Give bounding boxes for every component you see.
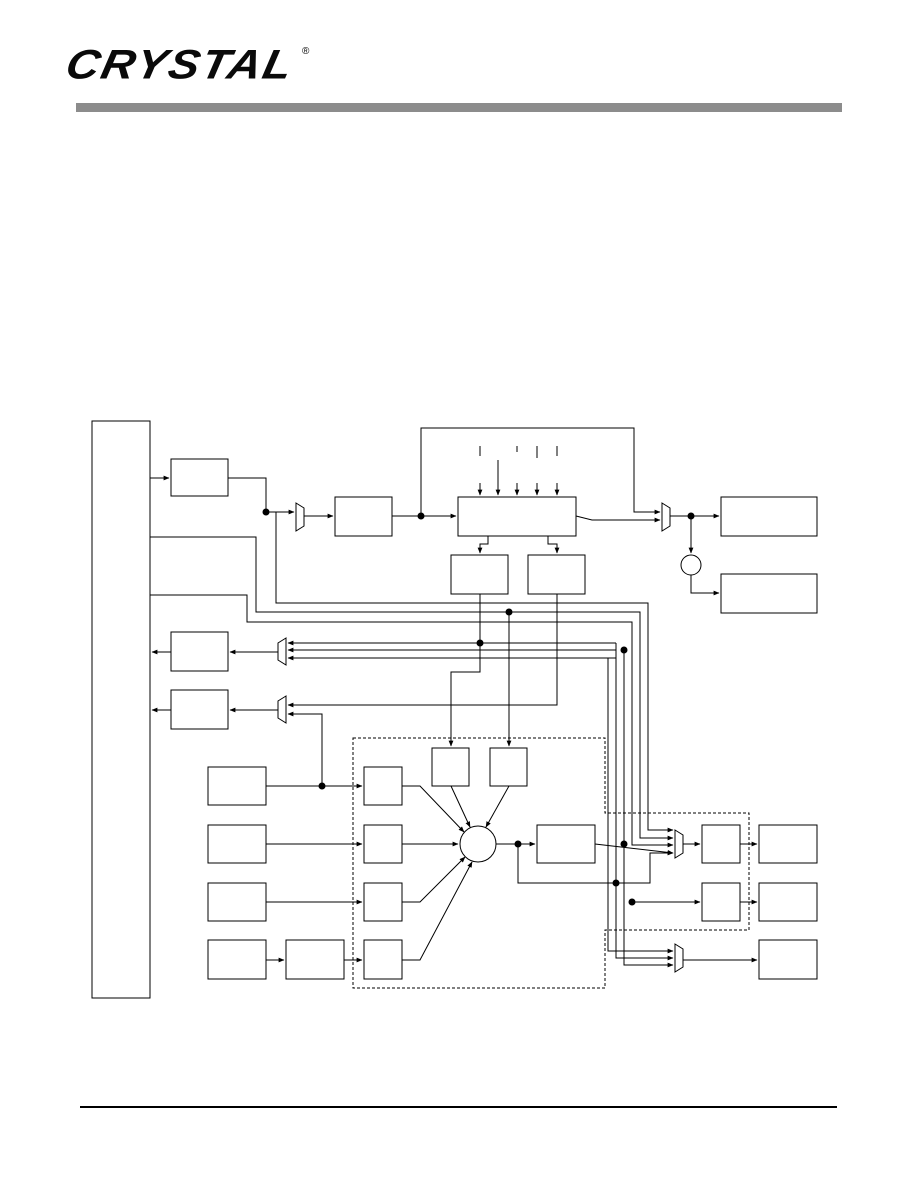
- source-block-4b: [285, 939, 345, 980]
- mux-4: [277, 695, 287, 724]
- junction-dot: [620, 840, 628, 848]
- source-block-2: [207, 824, 267, 864]
- source-block-4: [207, 939, 267, 980]
- mixer-ctrl-block-1: [431, 747, 470, 787]
- central-control-block: [457, 496, 577, 537]
- sub-block-left: [450, 554, 509, 595]
- junction-dot: [476, 639, 484, 647]
- mux-1: [295, 502, 305, 532]
- gain-block-1: [363, 766, 403, 806]
- mixer-output-block: [536, 824, 596, 864]
- left-out-block-1: [170, 631, 229, 672]
- right-out-2: [758, 882, 818, 922]
- registered-mark: ®: [302, 46, 310, 57]
- mux-6: [674, 943, 684, 973]
- gain-block-4: [363, 939, 403, 980]
- junction-dot: [514, 840, 522, 848]
- mux-3: [277, 637, 287, 666]
- sub-block-right: [527, 554, 586, 595]
- mixer-summing-node: [459, 825, 497, 863]
- source-block-3: [207, 882, 267, 922]
- junction-dot: [612, 879, 620, 887]
- mixer-ctrl-block-2: [489, 747, 528, 787]
- footer-rule: [80, 1106, 837, 1108]
- output-block-top: [720, 496, 818, 537]
- input-block-top: [170, 458, 229, 497]
- right-out-3: [758, 939, 818, 980]
- mux-5: [674, 829, 684, 859]
- left-out-block-2: [170, 689, 229, 730]
- output-block-second: [720, 573, 818, 614]
- junction-dot: [628, 898, 636, 906]
- right-block-2: [701, 882, 741, 922]
- source-block-1: [207, 766, 267, 806]
- summing-node-small: [680, 554, 702, 576]
- junction-dot: [262, 508, 270, 516]
- right-block-1: [701, 824, 741, 864]
- header-rule: [76, 103, 842, 112]
- mux-2: [661, 502, 671, 532]
- junction-dot: [417, 512, 425, 520]
- junction-dot: [687, 512, 695, 520]
- gain-block-2: [363, 824, 403, 864]
- junction-dot: [620, 646, 628, 654]
- gain-block-3: [363, 882, 403, 922]
- dashed-mixer-region: [352, 737, 750, 989]
- junction-dot: [505, 608, 513, 616]
- mid-block: [334, 496, 393, 537]
- host-interface-block: [91, 420, 151, 999]
- right-out-1: [758, 824, 818, 864]
- junction-dot: [318, 782, 326, 790]
